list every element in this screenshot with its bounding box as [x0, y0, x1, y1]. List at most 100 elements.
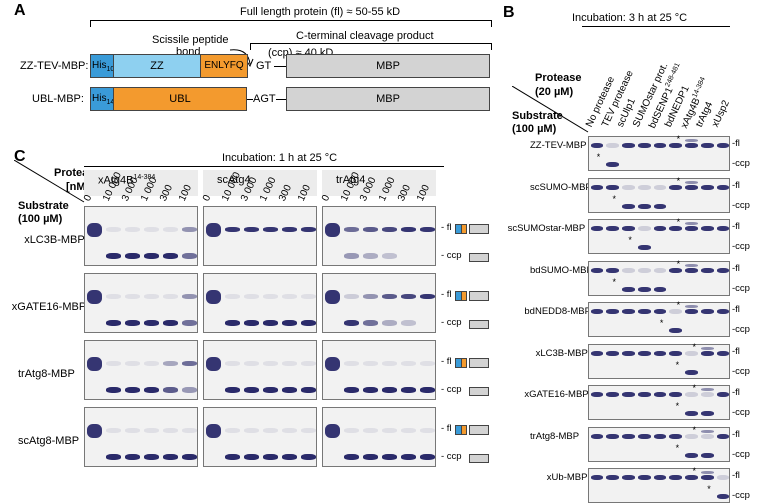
- panel-b-row-label-0: ZZ-TEV-MBP: [530, 140, 587, 151]
- panel-c-ccp-band: [163, 320, 178, 326]
- panel-b-fl-band: [716, 309, 729, 314]
- panel-c-substrate-label: Substrate: [18, 200, 69, 212]
- panel-c-mini-ubl: [461, 224, 467, 234]
- panel-b-fl-band: [653, 309, 667, 314]
- panel-b-fl-band: [590, 350, 604, 356]
- panel-b-fl-band: [716, 475, 729, 480]
- panel-c-mini-ccp-mbp: [469, 253, 489, 262]
- panel-c-ccp-band: [263, 320, 278, 326]
- linker-line-1: [274, 66, 286, 67]
- panel-c-group-bg-0: [84, 170, 198, 196]
- panel-c-ccp-band: [363, 253, 378, 259]
- panel-c-row-label-1: xGATE16-MBP: [11, 301, 87, 313]
- scissile-label-1: Scissile peptide: [152, 34, 229, 46]
- panel-b-fl-band: [637, 392, 651, 397]
- panel-b-fl-band: [606, 267, 620, 273]
- panel-c-ccp-band: [301, 454, 316, 460]
- panel-c-fl-band: [244, 428, 259, 433]
- panel-c-ccp-band: [125, 253, 140, 259]
- panel-c-fl-band: [301, 361, 316, 366]
- panel-c-ccp-band: [282, 454, 297, 460]
- panel-b-fl-band: [606, 392, 620, 397]
- panel-b-protease-band: [685, 305, 698, 308]
- panel-c-fl-band: [382, 294, 397, 299]
- panel-b-ccp-band: [622, 203, 635, 209]
- panel-c-fl-band: [325, 223, 340, 237]
- panel-b-star-top: *: [676, 300, 681, 310]
- panel-c-ccp-band: [163, 387, 178, 393]
- panel-c-ccp-band: [225, 387, 240, 393]
- panel-b-protease-band: [700, 429, 714, 433]
- panel-b-fl-band: [685, 392, 698, 397]
- panel-c-ccp-band: [125, 387, 140, 393]
- panel-b-fl-band: [669, 433, 683, 439]
- panel-c-ccp-band: [106, 454, 121, 460]
- panel-b-star-top: *: [692, 424, 696, 435]
- panel-b-ccp-band: [653, 286, 667, 292]
- panel-b-fl-band: [590, 143, 604, 148]
- panel-c-fl-band: [144, 361, 159, 366]
- panel-b-fl-band: [685, 350, 698, 356]
- panel-b-fl-band: [606, 226, 620, 231]
- panel-b-ccp-band: [685, 411, 698, 416]
- panel-c-ccp-label: - ccp: [441, 451, 462, 462]
- panel-b-protease-band: [700, 471, 714, 474]
- panel-b-gel-7: [588, 426, 730, 462]
- panel-c-group-1: scAtg4: [217, 174, 251, 186]
- panel-c-gel-3-2: [322, 407, 436, 467]
- panel-c-ccp-band: [244, 454, 259, 460]
- panel-c-fl-band: [263, 428, 278, 433]
- panel-c-gel-2-0: [84, 340, 198, 400]
- panel-c-ccp-band: [401, 387, 416, 393]
- panel-c-ccp-band: [301, 320, 316, 326]
- panel-b-ccp-label: -ccp: [732, 241, 750, 252]
- full-length-bracket: [90, 20, 492, 27]
- panel-b-gel-3: [588, 260, 730, 296]
- panel-b-fl-band: [606, 309, 620, 314]
- panel-c-row-label-2: trAtg8-MBP: [18, 368, 75, 380]
- panel-c-mini-mbp: [469, 425, 489, 435]
- panel-c-group-name: xAtg4B: [98, 174, 134, 187]
- panel-c-fl-band: [225, 294, 240, 299]
- panel-b-ccp-band: [669, 328, 683, 333]
- panel-c-fl-band: [87, 223, 102, 237]
- panel-c-gel-2-1: [203, 340, 317, 400]
- linker-line-2a: [247, 99, 253, 100]
- panel-b-star-low: *: [675, 442, 680, 453]
- panel-b-fl-band: [685, 184, 698, 190]
- panel-b-fl-band: [637, 350, 651, 356]
- panel-c-fl-label: - fl: [441, 423, 452, 434]
- panel-c-fl-band: [301, 294, 316, 299]
- panel-b-row-label-5: xLC3B-MBP: [535, 347, 588, 359]
- linker-agt: AGT: [253, 93, 276, 105]
- panel-b-protease-band: [685, 263, 698, 267]
- panel-c-fl-band: [163, 227, 178, 232]
- panel-c-row-label-3: scAtg8-MBP: [18, 435, 80, 447]
- panel-b-fl-band: [606, 184, 620, 190]
- panel-b-fl-band: [590, 392, 604, 397]
- panel-c-fl-band: [206, 357, 221, 371]
- panel-c-ccp-band: [344, 253, 359, 259]
- panel-c-ccp-band: [144, 454, 159, 460]
- panel-c-ccp-band: [382, 253, 397, 259]
- his14-sub: 14: [106, 99, 115, 106]
- panel-c-fl-band: [344, 294, 359, 299]
- panel-b-fl-band: [669, 309, 683, 314]
- panel-c-mini-ubl: [461, 291, 467, 301]
- panel-b-fl-band: [590, 475, 604, 480]
- panel-c-group-0: xAtg4B14-384: [98, 174, 155, 187]
- panel-b-fl-band: [590, 226, 604, 231]
- panel-b-fl-band: [622, 392, 635, 397]
- panel-c-ccp-band: [344, 387, 359, 393]
- his10-text: His: [92, 60, 107, 71]
- panel-b-fl-band: [606, 475, 620, 480]
- panel-c-fl-label: - fl: [441, 356, 452, 367]
- panel-b-row-label-2: scSUMOstar-MBP: [507, 223, 586, 234]
- panel-b-row-label-4: bdNEDD8-MBP: [524, 306, 591, 317]
- panel-b-ccp-band: [700, 411, 714, 416]
- panel-c-fl-band: [325, 424, 340, 438]
- panel-b-fl-label: -fl: [732, 138, 740, 149]
- panel-c-fl-band: [206, 424, 221, 438]
- panel-b-star-top: *: [676, 175, 681, 186]
- panel-c-gel-3-0: [84, 407, 198, 467]
